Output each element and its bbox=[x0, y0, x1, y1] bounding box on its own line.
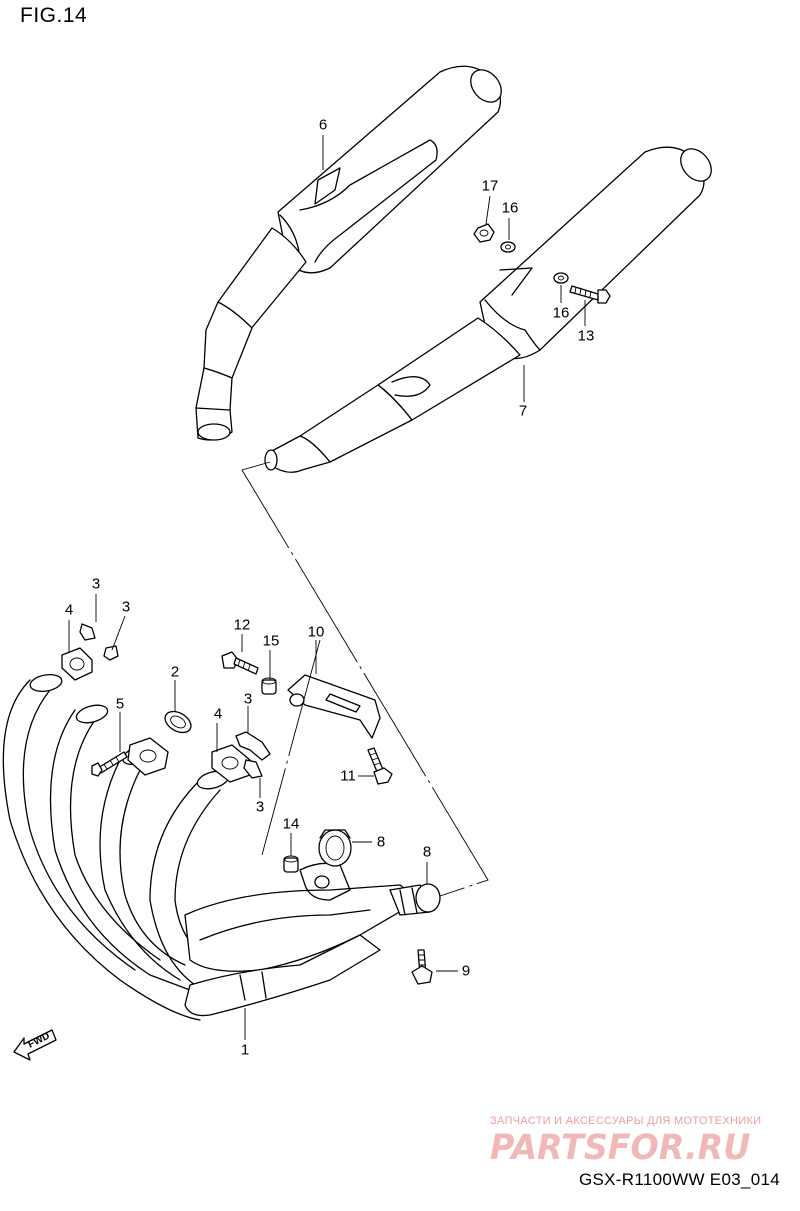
callout-8-lower: 8 bbox=[422, 843, 432, 861]
gasket-part-2[interactable] bbox=[161, 707, 194, 737]
bracket-part-10[interactable] bbox=[287, 674, 381, 739]
watermark-tagline: ЗАПЧАСТИ И АКСЕССУАРЫ ДЛЯ МОТОТЕХНИКИ bbox=[490, 1115, 762, 1127]
callout-3-lower-b: 3 bbox=[255, 798, 265, 816]
bolt-part-13[interactable] bbox=[569, 285, 611, 304]
muffler-left-part-6[interactable] bbox=[195, 64, 508, 441]
callout-2: 2 bbox=[170, 663, 180, 681]
callout-4-right: 4 bbox=[213, 705, 223, 723]
spacer-part-15[interactable] bbox=[261, 677, 277, 695]
callout-16-lower: 16 bbox=[552, 304, 570, 322]
leader-lines bbox=[68, 135, 586, 1040]
callout-16-upper: 16 bbox=[501, 199, 519, 217]
bolt-part-11[interactable] bbox=[367, 747, 393, 785]
callout-3-upper-a: 3 bbox=[91, 575, 101, 593]
washer-part-16-lower[interactable] bbox=[553, 272, 569, 284]
callout-15: 15 bbox=[262, 632, 280, 650]
bolt-part-5[interactable] bbox=[91, 751, 128, 777]
retainer-part-3-upper[interactable] bbox=[79, 623, 119, 661]
model-code-label: GSX-R1100WW E03_014 bbox=[579, 1170, 780, 1189]
exhaust-pipe-assembly-part-1[interactable] bbox=[2, 672, 441, 1021]
callout-9: 9 bbox=[461, 962, 471, 980]
assembly-center-line bbox=[241, 461, 489, 897]
callout-8-upper: 8 bbox=[376, 833, 386, 851]
callout-13: 13 bbox=[577, 327, 595, 345]
callout-3-lower-a: 3 bbox=[243, 690, 253, 708]
bolt-part-9[interactable] bbox=[411, 949, 433, 985]
clamp-part-8-upper[interactable] bbox=[318, 829, 352, 867]
flange-part-4-left[interactable] bbox=[61, 647, 93, 681]
callout-17: 17 bbox=[481, 177, 499, 195]
callout-5: 5 bbox=[115, 695, 125, 713]
watermark-logo: PARTSFOR.RU bbox=[490, 1128, 751, 1168]
figure-title: FIG.14 bbox=[20, 4, 88, 27]
callout-11: 11 bbox=[340, 767, 356, 785]
callout-4-left: 4 bbox=[64, 601, 74, 619]
spacer-part-14[interactable] bbox=[283, 855, 299, 873]
assembly-center-line-2 bbox=[261, 639, 321, 856]
callout-14: 14 bbox=[282, 815, 300, 833]
callout-7: 7 bbox=[518, 402, 528, 420]
washer-part-16-upper[interactable] bbox=[500, 241, 516, 253]
bolt-part-12[interactable] bbox=[221, 651, 259, 675]
callout-1: 1 bbox=[240, 1041, 250, 1059]
retainer-part-3-lower[interactable] bbox=[235, 731, 271, 779]
callout-10: 10 bbox=[307, 623, 325, 641]
muffler-right-part-7[interactable] bbox=[264, 143, 718, 473]
nut-part-17[interactable] bbox=[473, 223, 495, 243]
forward-arrow-icon: FWD bbox=[13, 1029, 57, 1061]
flange-part-4-mid[interactable] bbox=[127, 737, 169, 776]
callout-3-upper-b: 3 bbox=[121, 598, 131, 616]
callout-12: 12 bbox=[233, 616, 251, 634]
callout-6: 6 bbox=[318, 116, 328, 134]
